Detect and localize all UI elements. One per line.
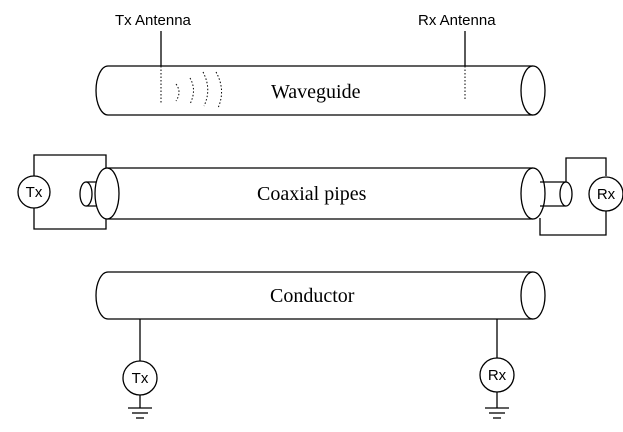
coax-outer-pipe: [107, 167, 533, 220]
tx-coax-source: [17, 175, 51, 209]
conductor-group: Tx Rx Conductor: [95, 271, 546, 419]
rx-ground-icon: [485, 392, 509, 419]
coax-inner-stub-left-cap: [79, 181, 93, 207]
rx-coax-circuit-wire: [565, 157, 607, 182]
tx-antenna-label: Tx Antenna: [115, 12, 192, 29]
rx-conductor-label: Rx: [488, 367, 507, 384]
coaxial-group: Tx Rx Coaxial pipes: [17, 154, 623, 236]
coaxial-label: Coaxial pipes: [257, 183, 367, 205]
waveguide-end-cap: [520, 65, 546, 116]
conductor-end-cap: [520, 271, 546, 320]
rx-coax-return-wire: [539, 211, 607, 236]
coax-outer-pipe-left-cap: [94, 167, 120, 220]
tx-conductor-label: Tx: [132, 370, 149, 387]
waveguide-group: Tx Antenna Rx Antenna Waveguide: [95, 12, 546, 116]
tx-ground-icon: [128, 395, 152, 419]
waveguide-tube: [95, 65, 533, 116]
radiated-wave-icon: [175, 71, 222, 109]
coax-outer-pipe-right-cap: [520, 167, 546, 220]
coax-inner-stub-right: [540, 181, 566, 207]
conductor-tube: [95, 271, 533, 320]
rx-antenna-label: Rx Antenna: [418, 12, 496, 29]
rx-coax-label: Rx: [597, 186, 616, 203]
tx-coax-label: Tx: [26, 184, 43, 201]
rx-coax-receiver: [588, 176, 623, 212]
conductor-label: Conductor: [270, 285, 355, 307]
waveguide-label: Waveguide: [271, 81, 361, 103]
coax-inner-stub-right-cap: [559, 181, 573, 207]
